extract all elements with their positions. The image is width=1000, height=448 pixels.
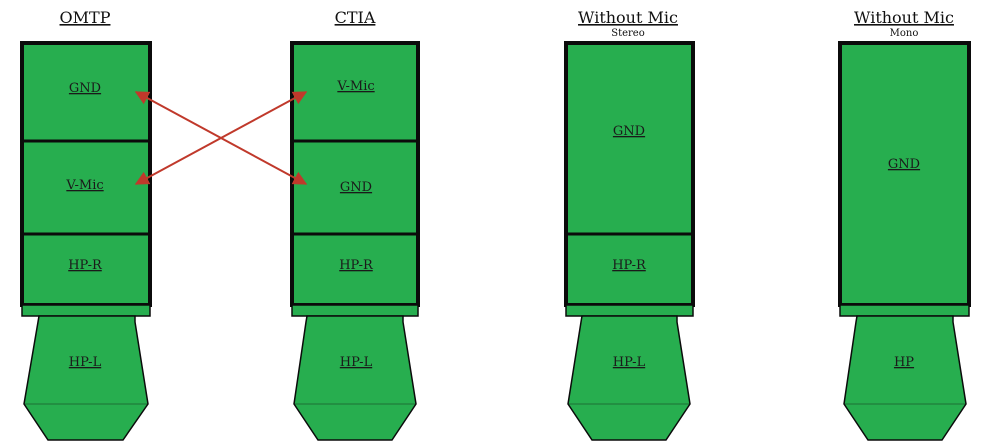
- connector-title: Without Mic: [854, 8, 954, 27]
- connector-title: OMTP: [60, 8, 111, 27]
- jack-tip: [843, 315, 967, 441]
- segment-label-hp-r: HP-R: [612, 258, 647, 273]
- segment-label-gnd: GND: [340, 180, 372, 195]
- tip-label-hp: HP: [894, 355, 914, 370]
- jack-body: [20, 41, 152, 307]
- arrow-vmic-to-vmic: [134, 91, 308, 185]
- jack-collar: [839, 304, 970, 317]
- segment-label-v-mic: V-Mic: [336, 79, 374, 94]
- jack-collar: [21, 304, 151, 317]
- jack-body: [838, 41, 971, 307]
- connector-without-mic-stereo: Without Mic Stereo GND HP-R HP-L: [564, 8, 695, 441]
- jack-tip: [293, 315, 417, 441]
- segment-label-v-mic: V-Mic: [65, 178, 103, 193]
- segment-label-hp-r: HP-R: [339, 258, 374, 273]
- tip-label-hp-l: HP-L: [613, 355, 646, 370]
- connector-without-mic-mono: Without Mic Mono GND HP: [838, 8, 971, 441]
- connector-ctia: CTIA V-Mic GND HP-R HP-L: [290, 8, 420, 441]
- segment-label-gnd: GND: [888, 157, 920, 172]
- jack-tip: [23, 315, 149, 441]
- connector-title: CTIA: [335, 8, 376, 27]
- jack-body: [564, 41, 695, 307]
- tip-label-hp-l: HP-L: [69, 355, 102, 370]
- jack-tip: [567, 315, 691, 441]
- connector-subtitle: Mono: [890, 28, 919, 39]
- segment-label-gnd: GND: [69, 81, 101, 96]
- jack-body: [290, 41, 420, 307]
- jack-collar: [291, 304, 419, 317]
- jack-collar: [565, 304, 694, 317]
- connector-title: Without Mic: [578, 8, 678, 27]
- connector-omtp: OMTP GND V-Mic HP-R HP-L: [20, 8, 152, 441]
- tip-label-hp-l: HP-L: [340, 355, 373, 370]
- pin-swap-arrows: [134, 91, 308, 185]
- segment-label-hp-r: HP-R: [68, 258, 103, 273]
- segment-label-gnd: GND: [613, 124, 645, 139]
- connector-subtitle: Stereo: [611, 28, 645, 39]
